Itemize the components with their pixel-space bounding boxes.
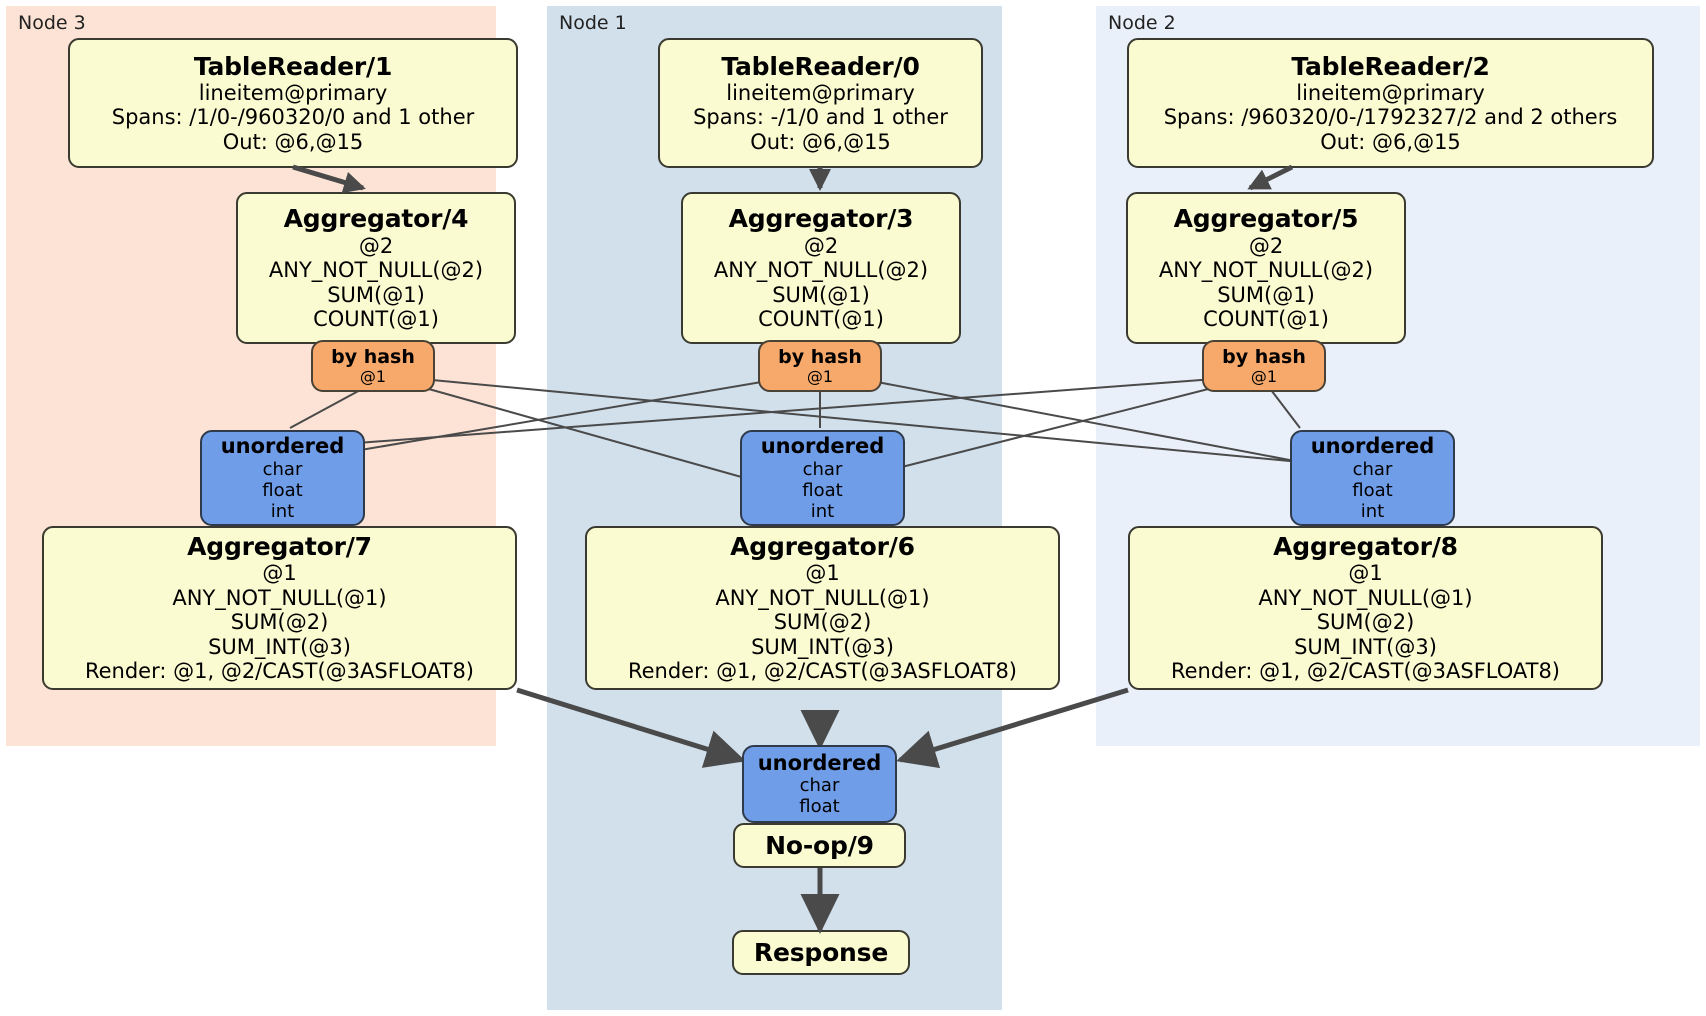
receiver-line: float	[262, 479, 303, 501]
processor-title: Aggregator/5	[1173, 204, 1359, 234]
processor-line: Spans: /1/0-/960320/0 and 1 other	[111, 105, 475, 130]
receiver-line: char	[262, 458, 303, 480]
processor-line: COUNT(@1)	[313, 307, 439, 332]
processor-line: Render: @1, @2/CAST(@3ASFLOAT8)	[84, 659, 475, 684]
processor-aggregator-4[interactable]: Aggregator/4 @2 ANY_NOT_NULL(@2) SUM(@1)…	[236, 192, 516, 344]
receiver-line: float	[799, 796, 840, 818]
processor-table-reader-0[interactable]: TableReader/0 lineitem@primary Spans: -/…	[658, 38, 983, 168]
processor-line: SUM(@2)	[1316, 610, 1415, 635]
processor-line: @2	[1248, 233, 1284, 258]
processor-line: lineitem@primary	[726, 80, 915, 105]
processor-line: @2	[358, 233, 394, 258]
processor-title: Aggregator/4	[283, 204, 469, 234]
receiver-line: float	[1352, 479, 1393, 501]
receiver-line: char	[802, 458, 843, 480]
receiver-line: char	[1352, 458, 1393, 480]
processor-line: SUM_INT(@3)	[208, 634, 351, 659]
router-title: by hash	[1222, 345, 1306, 368]
processor-line: Out: @6,@15	[222, 129, 364, 154]
processor-line: SUM(@1)	[1217, 282, 1315, 307]
processor-aggregator-5[interactable]: Aggregator/5 @2 ANY_NOT_NULL(@2) SUM(@1)…	[1126, 192, 1406, 344]
processor-line: Spans: -/1/0 and 1 other	[693, 105, 948, 130]
processor-aggregator-8[interactable]: Aggregator/8 @1 ANY_NOT_NULL(@1) SUM(@2)…	[1128, 526, 1603, 690]
receiver-line: float	[802, 479, 843, 501]
processor-line: Out: @6,@15	[750, 129, 891, 154]
receiver-unordered-center[interactable]: unordered char float int	[740, 430, 905, 526]
processor-title: TableReader/1	[193, 51, 393, 81]
router-line: @1	[1250, 366, 1278, 386]
processor-response[interactable]: Response	[732, 930, 910, 975]
processor-title: Aggregator/8	[1273, 531, 1458, 561]
processor-line: ANY_NOT_NULL(@2)	[713, 258, 929, 283]
processor-aggregator-7[interactable]: Aggregator/7 @1 ANY_NOT_NULL(@1) SUM(@2)…	[42, 526, 517, 690]
processor-line: SUM(@2)	[230, 610, 329, 635]
node-label-node1: Node 1	[559, 12, 627, 34]
receiver-title: unordered	[1310, 434, 1435, 459]
processor-line: lineitem@primary	[198, 80, 388, 105]
processor-line: SUM_INT(@3)	[751, 634, 894, 659]
processor-title: TableReader/2	[1291, 51, 1490, 81]
receiver-unordered-final[interactable]: unordered char float	[742, 745, 897, 823]
router-line: @1	[359, 366, 387, 386]
receiver-title: unordered	[760, 434, 885, 459]
processor-aggregator-3[interactable]: Aggregator/3 @2 ANY_NOT_NULL(@2) SUM(@1)…	[681, 192, 961, 344]
receiver-title: unordered	[757, 750, 882, 775]
processor-line: ANY_NOT_NULL(@1)	[715, 585, 930, 610]
processor-title: Aggregator/6	[730, 531, 915, 561]
router-title: by hash	[778, 345, 862, 368]
receiver-line: int	[270, 500, 295, 522]
processor-line: Render: @1, @2/CAST(@3ASFLOAT8)	[627, 659, 1018, 684]
processor-line: SUM(@2)	[773, 610, 872, 635]
processor-line: ANY_NOT_NULL(@1)	[1258, 585, 1473, 610]
processor-line: ANY_NOT_NULL(@2)	[268, 258, 484, 283]
processor-line: SUM(@1)	[327, 282, 425, 307]
router-by-hash-left[interactable]: by hash @1	[311, 340, 435, 392]
receiver-line: char	[799, 775, 840, 797]
processor-line: Render: @1, @2/CAST(@3ASFLOAT8)	[1170, 659, 1561, 684]
processor-title: Response	[753, 937, 889, 967]
receiver-unordered-left[interactable]: unordered char float int	[200, 430, 365, 526]
processor-title: No-op/9	[765, 830, 874, 860]
processor-line: @1	[1348, 561, 1383, 586]
router-title: by hash	[331, 345, 415, 368]
processor-line: ANY_NOT_NULL(@2)	[1158, 258, 1374, 283]
router-line: @1	[806, 366, 834, 386]
processor-line: @1	[805, 561, 840, 586]
processor-line: @1	[262, 561, 297, 586]
processor-line: lineitem@primary	[1296, 80, 1485, 105]
node-label-node3: Node 3	[18, 12, 86, 34]
processor-aggregator-6[interactable]: Aggregator/6 @1 ANY_NOT_NULL(@1) SUM(@2)…	[585, 526, 1060, 690]
processor-line: Spans: /960320/0-/1792327/2 and 2 others	[1163, 105, 1618, 130]
receiver-line: int	[810, 500, 835, 522]
processor-line: @2	[803, 233, 839, 258]
node-label-node2: Node 2	[1108, 12, 1176, 34]
processor-noop-9[interactable]: No-op/9	[733, 823, 906, 868]
processor-title: Aggregator/7	[187, 531, 372, 561]
processor-line: COUNT(@1)	[1203, 307, 1329, 332]
receiver-unordered-right[interactable]: unordered char float int	[1290, 430, 1455, 526]
processor-table-reader-2[interactable]: TableReader/2 lineitem@primary Spans: /9…	[1127, 38, 1654, 168]
processor-line: Out: @6,@15	[1320, 129, 1461, 154]
processor-line: ANY_NOT_NULL(@1)	[172, 585, 387, 610]
processor-title: TableReader/0	[721, 51, 920, 81]
receiver-line: int	[1360, 500, 1385, 522]
processor-line: SUM(@1)	[772, 282, 870, 307]
processor-title: Aggregator/3	[728, 204, 914, 234]
receiver-title: unordered	[220, 434, 345, 459]
processor-line: SUM_INT(@3)	[1294, 634, 1437, 659]
router-by-hash-right[interactable]: by hash @1	[1202, 340, 1326, 392]
processor-line: COUNT(@1)	[758, 307, 884, 332]
processor-table-reader-1[interactable]: TableReader/1 lineitem@primary Spans: /1…	[68, 38, 518, 168]
router-by-hash-center[interactable]: by hash @1	[758, 340, 882, 392]
